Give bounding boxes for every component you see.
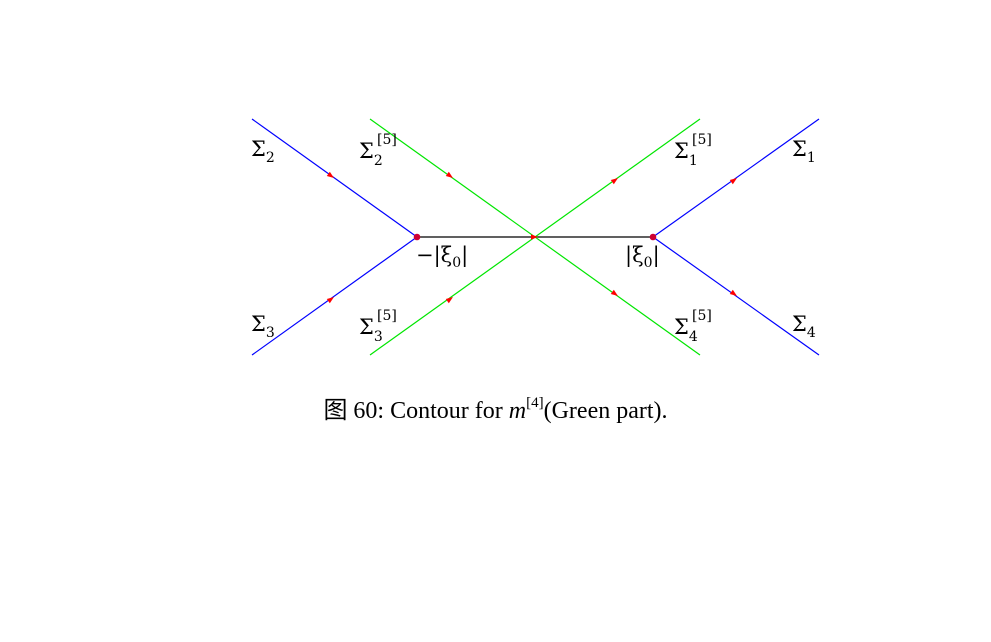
caption-suffix: (Green part). — [543, 398, 668, 424]
point-plus-xi0 — [649, 233, 657, 241]
label-sigma-1: Σ1 — [792, 137, 816, 166]
arrow-sigma-4 — [729, 289, 737, 296]
arrow-sigma-1 — [729, 178, 737, 185]
contour-sigma-2 — [251, 118, 418, 238]
label-sigma5-2: Σ2 — [359, 139, 383, 169]
arrow-sigma5-2 — [445, 171, 453, 178]
caption-prefix: 图 60: Contour for — [323, 398, 509, 424]
label-sigma5-4: Σ4 — [674, 315, 698, 345]
label-plus-xi0: |ξ0| — [625, 243, 660, 271]
label-sigma5-2-sup: [5] — [377, 132, 397, 148]
figure-caption: 图 60: Contour for m[4](Green part). — [0, 390, 991, 425]
contour-sigma-3 — [251, 236, 418, 356]
caption-superscript: [4] — [526, 395, 544, 411]
label-sigma-3: Σ3 — [251, 312, 275, 341]
contour-sigma-1 — [652, 118, 820, 238]
caption-variable: m — [508, 398, 527, 424]
label-sigma5-4-sup: [5] — [692, 308, 712, 324]
arrow-sigma5-4 — [610, 289, 618, 296]
label-sigma5-1: Σ1 — [674, 139, 698, 169]
arrow-sigma5-3 — [445, 297, 453, 304]
label-sigma-4: Σ4 — [792, 312, 816, 341]
label-minus-xi0: −|ξ0| — [416, 243, 468, 271]
arrow-sigma-3 — [326, 297, 334, 304]
contour-sigma-4 — [652, 236, 820, 356]
arrow-real-axis — [531, 234, 538, 240]
label-sigma-2: Σ2 — [251, 137, 275, 166]
point-minus-xi0 — [413, 233, 421, 241]
label-sigma5-1-sup: [5] — [692, 132, 712, 148]
label-sigma5-3: Σ3 — [359, 315, 383, 345]
arrow-sigma5-1 — [610, 178, 618, 185]
label-sigma5-3-sup: [5] — [377, 308, 397, 324]
arrow-sigma-2 — [326, 171, 334, 178]
